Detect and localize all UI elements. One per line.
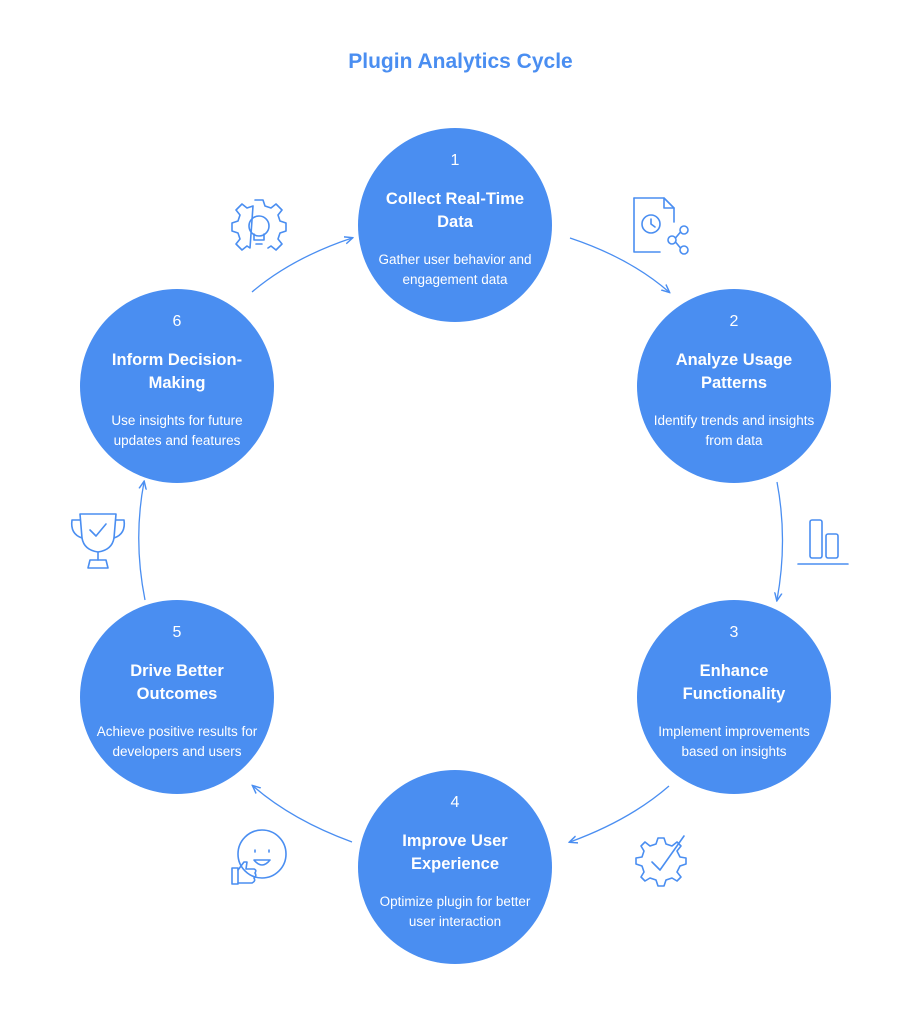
- document-clock-share-icon: [633, 197, 689, 255]
- arrow-1-to-2: [569, 237, 669, 292]
- step-4-node: 4 Improve User Experience Optimize plugi…: [358, 770, 552, 964]
- step-description: Implement improvements based on insights: [658, 724, 810, 759]
- step-description: Achieve positive results for developers …: [96, 724, 258, 759]
- step-number: 3: [729, 624, 739, 641]
- bar-chart-icon: [797, 519, 849, 565]
- step-number: 1: [450, 152, 460, 169]
- step-6-node: 6 Inform Decision-Making Use insights fo…: [80, 289, 274, 483]
- step-number: 5: [172, 624, 182, 641]
- step-description: Use insights for future updates and feat…: [111, 413, 243, 448]
- step-heading: Collect Real-Time Data: [385, 190, 525, 231]
- step-1-node: 1 Collect Real-Time Data Gather user beh…: [358, 128, 552, 322]
- step-heading: Analyze Usage Patterns: [675, 351, 793, 392]
- step-description: Identify trends and insights from data: [653, 413, 815, 448]
- step-heading: Drive Better Outcomes: [130, 662, 224, 703]
- smiley-thumbs-up-icon: [231, 829, 287, 885]
- diagram-title: Plugin Analytics Cycle: [348, 50, 573, 73]
- step-description: Gather user behavior and engagement data: [378, 252, 532, 287]
- step-number: 2: [729, 313, 739, 330]
- step-description: Optimize plugin for better user interact…: [379, 894, 531, 929]
- step-5-node: 5 Drive Better Outcomes Achieve positive…: [80, 600, 274, 794]
- step-number: 6: [172, 313, 182, 330]
- gear-lightbulb-icon: [231, 199, 287, 251]
- gear-check-icon: [635, 835, 687, 887]
- step-heading: Improve User Experience: [402, 832, 508, 873]
- arrow-5-to-6: [138, 482, 145, 601]
- step-number: 4: [450, 794, 460, 811]
- arrow-3-to-4: [570, 785, 670, 842]
- step-heading: Inform Decision-Making: [111, 351, 243, 392]
- arrow-4-to-5: [253, 786, 353, 843]
- arrow-2-to-3: [777, 481, 784, 600]
- trophy-check-icon: [70, 513, 126, 569]
- step-3-node: 3 Enhance Functionality Implement improv…: [637, 600, 831, 794]
- step-2-node: 2 Analyze Usage Patterns Identify trends…: [637, 289, 831, 483]
- step-heading: Enhance Functionality: [682, 662, 786, 703]
- arrow-6-to-1: [251, 238, 352, 293]
